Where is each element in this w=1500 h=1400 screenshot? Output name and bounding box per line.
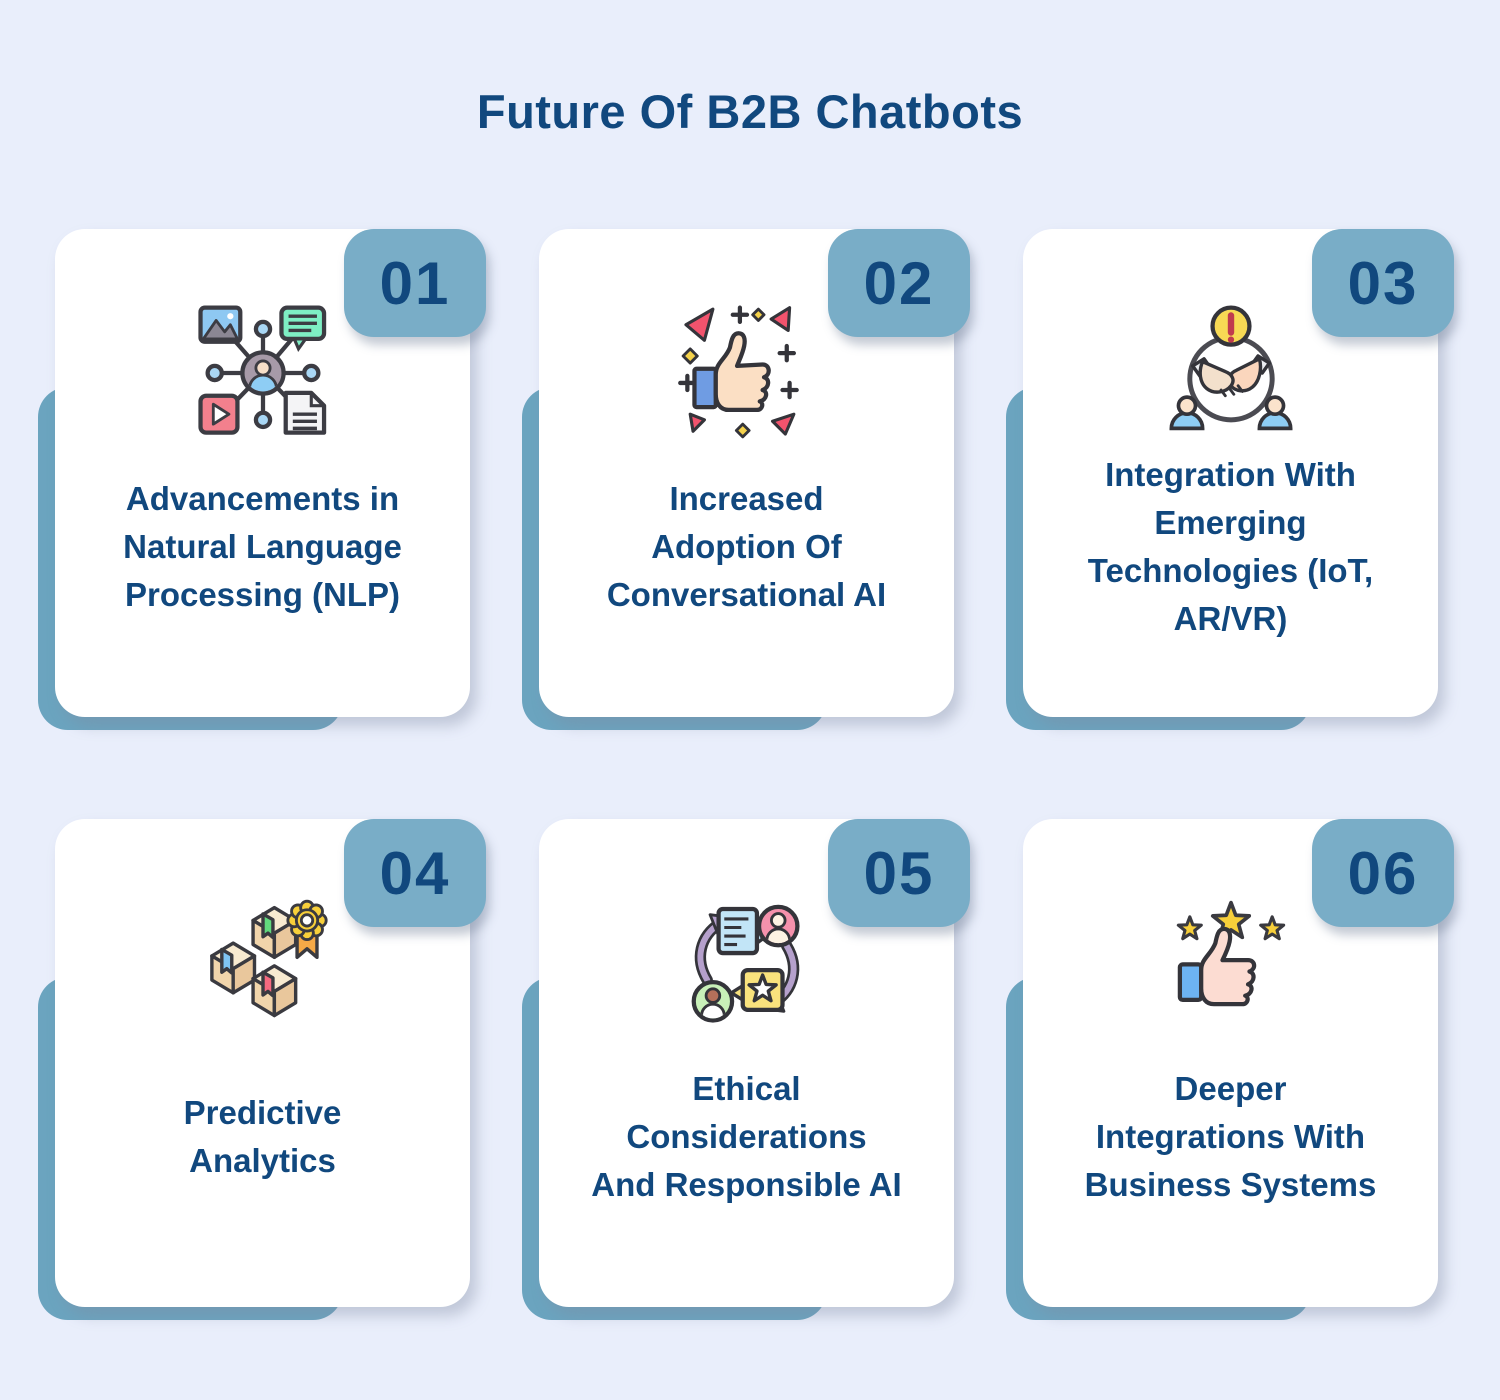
card-number-badge: 03: [1312, 229, 1454, 337]
card-03: 03: [1006, 229, 1454, 730]
card-body: 03: [1023, 229, 1454, 717]
card-label: Integration With Emerging Technologies (…: [1087, 456, 1374, 637]
card-number-badge: 04: [344, 819, 486, 927]
card-number: 05: [863, 839, 935, 907]
card-body: 04: [55, 819, 486, 1307]
page-title: Future Of B2B Chatbots: [476, 85, 1024, 138]
card-number-badge: 06: [1312, 819, 1454, 927]
partnership-alert-icon: [1023, 299, 1438, 447]
card-body: 05: [539, 819, 970, 1307]
card-label: Deeper Integrations With Business System…: [1084, 1070, 1377, 1203]
card-02: 02: [522, 229, 970, 730]
cards-grid: 01: [0, 139, 1500, 1320]
card-number-badge: 02: [828, 229, 970, 337]
card-number-badge: 01: [344, 229, 486, 337]
card-body: 02: [539, 229, 970, 717]
card-number-badge: 05: [828, 819, 970, 927]
card-label: Increased Adoption Of Conversational AI: [606, 480, 887, 613]
card-number: 06: [1347, 839, 1419, 907]
thumbs-up-celebration-icon: [539, 299, 954, 447]
card-06: 06 Deeper Integrations With Business Sys…: [1006, 819, 1454, 1320]
card-label: Ethical Considerations And Responsible A…: [591, 1070, 902, 1203]
card-body: 01: [55, 229, 486, 717]
card-label: Predictive Analytics: [183, 1094, 342, 1179]
card-number: 01: [379, 249, 451, 317]
rating-thumbs-up-icon: [1023, 889, 1438, 1037]
feedback-exchange-icon: [539, 889, 954, 1037]
card-label: Advancements in Natural Language Process…: [123, 480, 402, 613]
card-04: 04: [38, 819, 486, 1320]
card-01: 01: [38, 229, 486, 730]
media-network-icon: [55, 299, 470, 447]
card-number: 04: [379, 839, 451, 907]
card-number: 03: [1347, 249, 1419, 317]
card-number: 02: [863, 249, 935, 317]
card-body: 06 Deeper Integrations With Business Sys…: [1023, 819, 1454, 1307]
packages-quality-icon: [55, 889, 470, 1037]
card-05: 05: [522, 819, 970, 1320]
